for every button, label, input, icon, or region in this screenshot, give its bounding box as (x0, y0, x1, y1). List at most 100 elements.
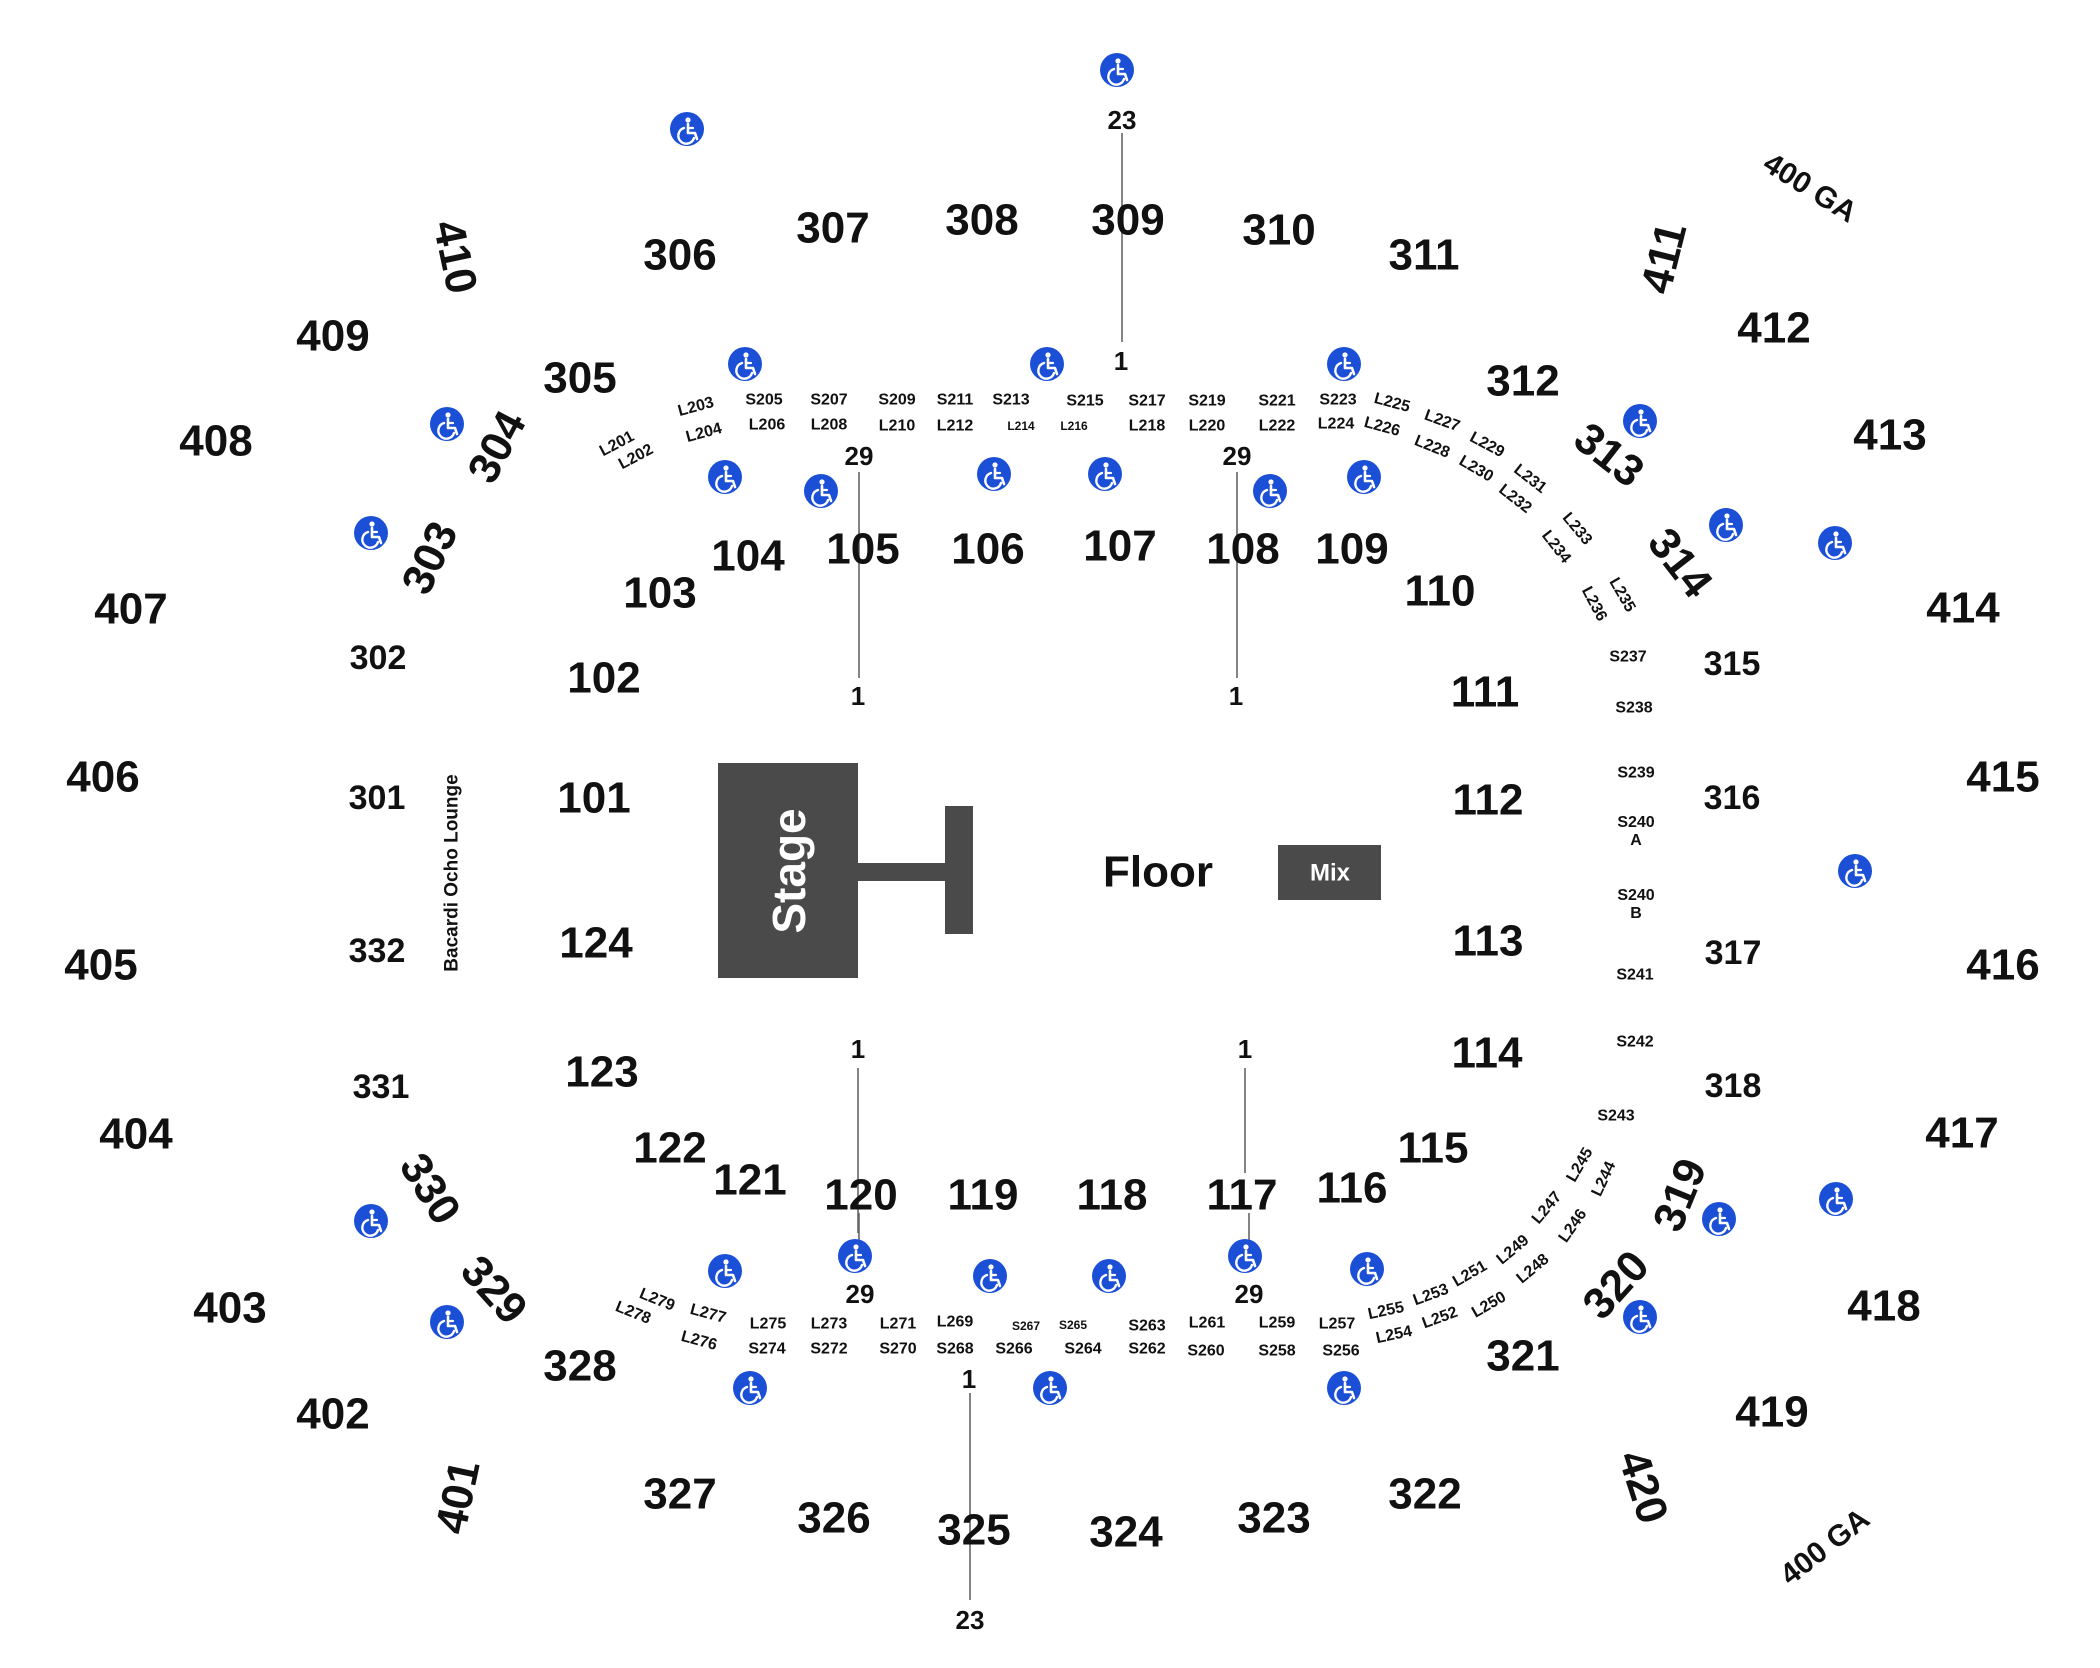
section-119[interactable]: 119 (948, 1171, 1019, 1220)
section-118[interactable]: 118 (1077, 1171, 1148, 1220)
loge-l230[interactable]: L230 (1456, 453, 1496, 486)
suite-s217[interactable]: S217 (1128, 393, 1165, 410)
ga-label-top[interactable]: 400 GA (1757, 147, 1862, 230)
suite-s209[interactable]: S209 (878, 392, 915, 409)
section-121[interactable]: 121 (713, 1156, 786, 1205)
section-328[interactable]: 328 (543, 1342, 616, 1391)
section-302[interactable]: 302 (350, 639, 407, 677)
section-325[interactable]: 325 (937, 1506, 1010, 1555)
section-324[interactable]: 324 (1089, 1508, 1163, 1557)
section-331[interactable]: 331 (353, 1068, 410, 1106)
suite-s207[interactable]: S207 (810, 392, 847, 409)
loge-l251[interactable]: L251 (1450, 1257, 1490, 1290)
loge-l277[interactable]: L277 (688, 1301, 728, 1327)
suite-s221[interactable]: S221 (1258, 393, 1295, 410)
section-403[interactable]: 403 (193, 1284, 266, 1333)
suite-s243[interactable]: S243 (1597, 1108, 1634, 1125)
suite-s274[interactable]: S274 (748, 1341, 785, 1358)
section-123[interactable]: 123 (565, 1048, 638, 1097)
section-321[interactable]: 321 (1486, 1332, 1559, 1381)
suite-s267[interactable]: S267 (1012, 1319, 1040, 1333)
section-330[interactable]: 330 (390, 1145, 470, 1233)
loge-l254[interactable]: L254 (1374, 1323, 1413, 1347)
section-409[interactable]: 409 (296, 312, 369, 361)
loge-l271[interactable]: L271 (880, 1316, 917, 1333)
loge-l227[interactable]: L227 (1422, 407, 1462, 435)
suite-s256[interactable]: S256 (1322, 1343, 1359, 1360)
section-115[interactable]: 115 (1398, 1124, 1469, 1173)
section-120[interactable]: 120 (824, 1171, 897, 1220)
section-408[interactable]: 408 (179, 417, 252, 466)
suite-s270[interactable]: S270 (879, 1341, 916, 1358)
suite-s213[interactable]: S213 (992, 392, 1029, 409)
section-307[interactable]: 307 (796, 204, 869, 253)
loge-l269[interactable]: L269 (937, 1314, 974, 1331)
loge-l246[interactable]: L246 (1556, 1206, 1591, 1246)
section-108[interactable]: 108 (1206, 525, 1279, 574)
section-315[interactable]: 315 (1704, 645, 1761, 683)
section-412[interactable]: 412 (1737, 304, 1810, 353)
suite-s258[interactable]: S258 (1258, 1343, 1295, 1360)
suite-s266[interactable]: S266 (995, 1341, 1032, 1358)
suite-s260[interactable]: S260 (1187, 1343, 1224, 1360)
section-405[interactable]: 405 (64, 941, 137, 990)
loge-l222[interactable]: L222 (1259, 418, 1296, 435)
suite-s268[interactable]: S268 (936, 1341, 973, 1358)
section-406[interactable]: 406 (66, 753, 139, 802)
loge-l203[interactable]: L203 (676, 394, 716, 420)
loge-l250[interactable]: L250 (1469, 1288, 1509, 1321)
loge-l226[interactable]: L226 (1362, 414, 1402, 440)
section-410[interactable]: 410 (423, 216, 486, 298)
suite-s238[interactable]: S238 (1615, 700, 1652, 717)
section-109[interactable]: 109 (1315, 525, 1388, 574)
loge-l236[interactable]: L236 (1578, 584, 1610, 624)
loge-l212[interactable]: L212 (937, 418, 974, 435)
section-114[interactable]: 114 (1452, 1029, 1524, 1078)
loge-l214[interactable]: L214 (1007, 419, 1035, 433)
suite-s241[interactable]: S241 (1616, 967, 1653, 984)
section-401[interactable]: 401 (426, 1456, 489, 1538)
loge-l224[interactable]: L224 (1318, 416, 1355, 433)
section-419[interactable]: 419 (1735, 1388, 1808, 1437)
loge-l257[interactable]: L257 (1319, 1316, 1356, 1333)
section-329[interactable]: 329 (451, 1246, 537, 1333)
loge-l248[interactable]: L248 (1514, 1251, 1553, 1288)
suite-s211[interactable]: S211 (937, 392, 974, 409)
suite-s223[interactable]: S223 (1319, 392, 1356, 409)
loge-l208[interactable]: L208 (811, 417, 848, 434)
loge-l229[interactable]: L229 (1467, 429, 1507, 461)
suite-s239[interactable]: S239 (1617, 765, 1654, 782)
suite-s215[interactable]: S215 (1066, 393, 1103, 410)
suite-s272[interactable]: S272 (810, 1341, 847, 1358)
loge-l253[interactable]: L253 (1411, 1281, 1451, 1309)
suite-s263[interactable]: S263 (1128, 1318, 1165, 1335)
loge-l210[interactable]: L210 (879, 418, 916, 435)
section-106[interactable]: 106 (951, 525, 1024, 574)
section-323[interactable]: 323 (1237, 1494, 1310, 1543)
section-407[interactable]: 407 (94, 585, 167, 634)
section-414[interactable]: 414 (1926, 584, 2000, 633)
suite-s242[interactable]: S242 (1616, 1034, 1653, 1051)
section-301[interactable]: 301 (349, 779, 406, 817)
section-117[interactable]: 117 (1207, 1171, 1278, 1220)
loge-l216[interactable]: L216 (1060, 419, 1088, 433)
ga-label-bottom[interactable]: 400 GA (1774, 1502, 1876, 1592)
suite-s264[interactable]: S264 (1064, 1341, 1101, 1358)
section-112[interactable]: 112 (1453, 776, 1524, 825)
section-304[interactable]: 304 (458, 403, 536, 491)
section-317[interactable]: 317 (1705, 934, 1762, 972)
section-113[interactable]: 113 (1453, 917, 1524, 966)
loge-l276[interactable]: L276 (679, 1328, 719, 1354)
loge-l259[interactable]: L259 (1259, 1315, 1296, 1332)
section-417[interactable]: 417 (1925, 1109, 1998, 1158)
section-303[interactable]: 303 (392, 514, 467, 601)
lounge-label[interactable]: Bacardi Ocho Lounge (442, 774, 463, 971)
section-312[interactable]: 312 (1486, 357, 1559, 406)
section-332[interactable]: 332 (349, 932, 406, 970)
section-411[interactable]: 411 (1632, 218, 1697, 299)
section-418[interactable]: 418 (1847, 1282, 1920, 1331)
loge-l244[interactable]: L244 (1589, 1159, 1620, 1199)
section-305[interactable]: 305 (543, 354, 616, 403)
section-318[interactable]: 318 (1705, 1067, 1762, 1105)
